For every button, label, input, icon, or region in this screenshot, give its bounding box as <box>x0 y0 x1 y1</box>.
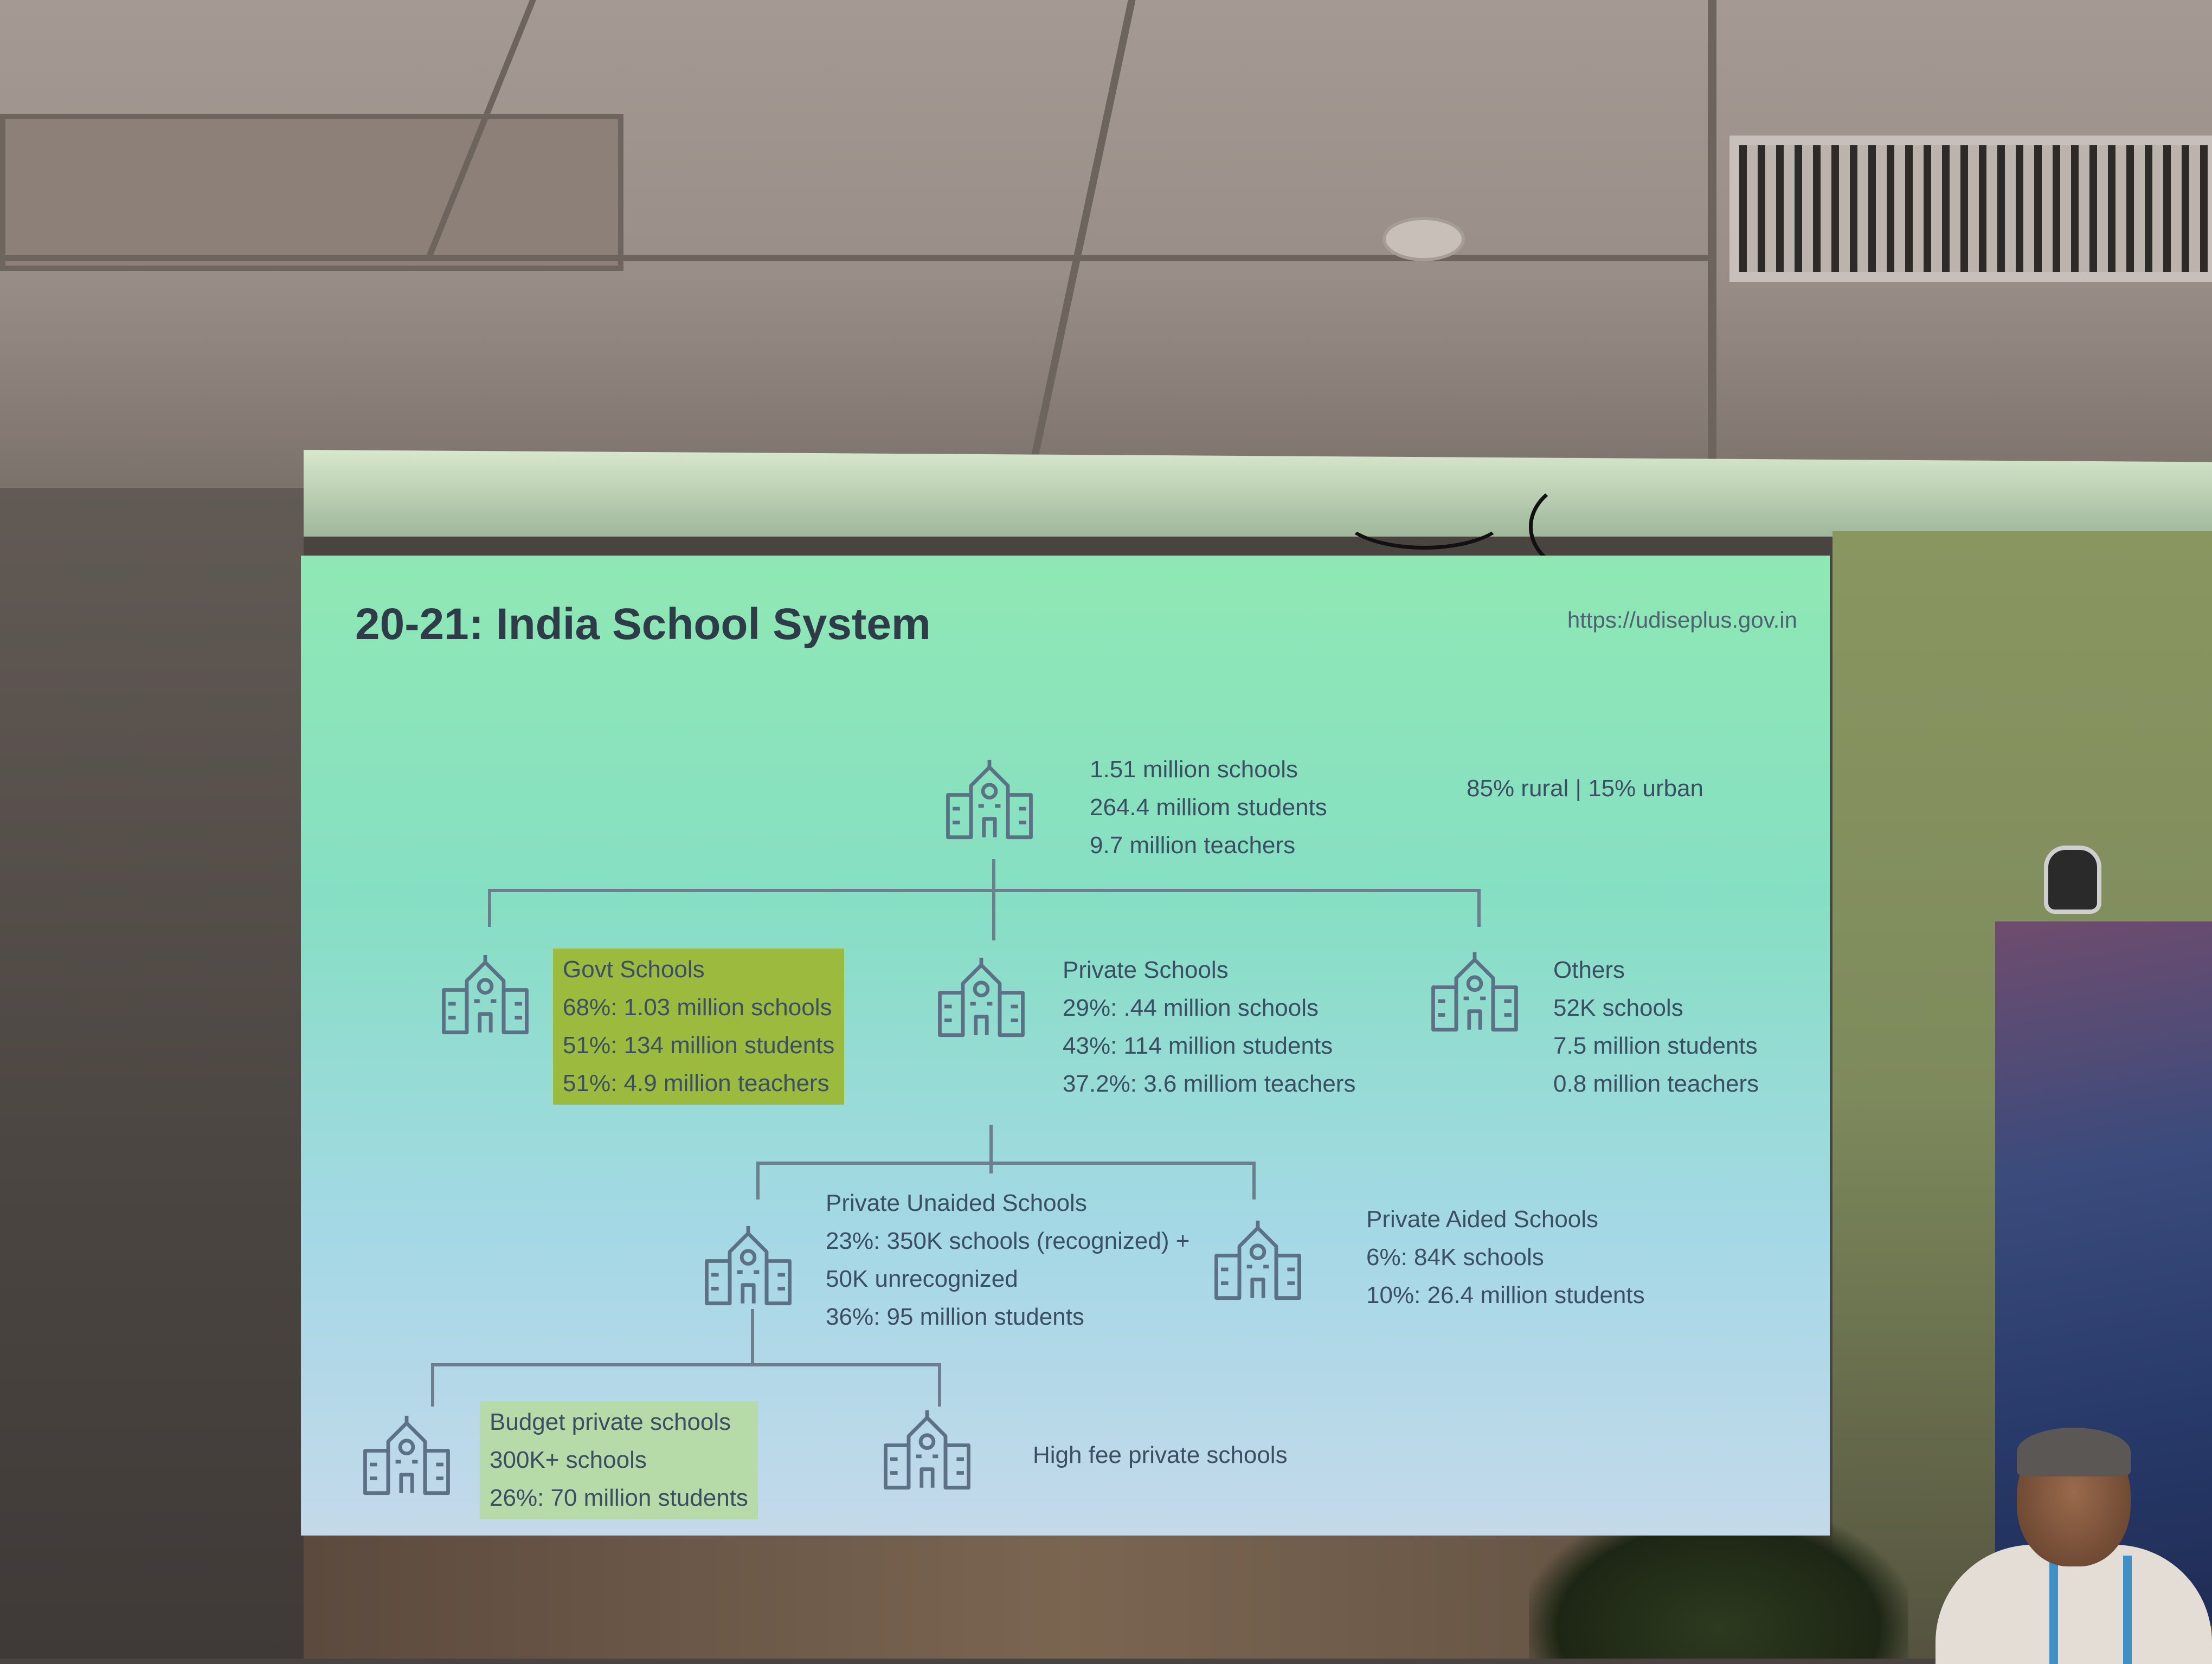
private-aided-line: 10%: 26.4 million students <box>1366 1282 1645 1308</box>
projector-housing <box>304 450 2212 537</box>
school-building-icon <box>943 756 1036 843</box>
ceiling-seam <box>1024 0 1136 488</box>
private-unaided-text: Private Unaided Schools 23%: 350K school… <box>826 1184 1189 1336</box>
ceiling-seam <box>0 255 1708 261</box>
root-node-line: 1.51 million schools <box>1090 756 1298 783</box>
air-vent-grille <box>1729 136 2212 282</box>
tree-connector <box>992 859 995 940</box>
smoke-detector <box>1382 217 1465 261</box>
speaker-lanyard <box>2049 1556 2132 1664</box>
private-schools-text: Private Schools 29%: .44 million schools… <box>1063 951 1355 1103</box>
budget-private-line: Budget private schools <box>490 1409 731 1435</box>
budget-private-line: 26%: 70 million students <box>490 1485 748 1511</box>
tree-connector <box>1477 889 1481 927</box>
private-schools-line: Private Schools <box>1063 957 1229 983</box>
private-schools-line: 29%: .44 million schools <box>1063 995 1319 1021</box>
root-node-line: 264.4 milliom students <box>1090 794 1327 821</box>
tree-connector <box>989 1125 993 1173</box>
tree-connector <box>1252 1162 1256 1199</box>
tree-connector <box>751 1309 754 1366</box>
govt-schools-line: 68%: 1.03 million schools <box>563 994 832 1021</box>
private-schools-line: 43%: 114 million students <box>1063 1033 1333 1059</box>
school-building-icon <box>1212 1217 1304 1304</box>
others-line: 7.5 million students <box>1553 1033 1758 1059</box>
school-building-icon <box>361 1412 453 1499</box>
others-text: Others 52K schools 7.5 million students … <box>1553 951 1759 1103</box>
private-aided-line: Private Aided Schools <box>1366 1206 1599 1233</box>
left-wall <box>0 488 304 1659</box>
rural-urban-note: 85% rural | 15% urban <box>1467 775 1704 802</box>
slide-title: 20-21: India School System <box>355 599 931 649</box>
private-unaided-line: 36%: 95 million students <box>826 1304 1084 1330</box>
others-line: 0.8 million teachers <box>1553 1070 1759 1097</box>
projector-cable <box>1339 477 1509 550</box>
tree-connector <box>938 1363 941 1407</box>
govt-schools-line: 51%: 4.9 million teachers <box>563 1070 829 1097</box>
projected-slide: 20-21: India School System https://udise… <box>301 556 1830 1536</box>
govt-schools-line: 51%: 134 million students <box>563 1032 835 1059</box>
private-aided-text: Private Aided Schools 6%: 84K schools 10… <box>1366 1201 1645 1314</box>
school-building-icon <box>1429 949 1521 1035</box>
ceiling <box>0 0 2212 488</box>
private-unaided-line: 50K unrecognized <box>826 1266 1018 1292</box>
speaker-hair <box>2017 1428 2131 1476</box>
ceiling-recessed-panel <box>0 114 623 271</box>
root-node-text: 1.51 million schools 264.4 milliom stude… <box>1090 751 1327 865</box>
tree-connector <box>431 1363 434 1407</box>
govt-schools-line: Govt Schools <box>563 956 705 983</box>
camera-icon <box>2044 846 2101 914</box>
speaker-person <box>1935 1428 2212 1664</box>
private-schools-line: 37.2%: 3.6 milliom teachers <box>1063 1070 1356 1097</box>
others-line: Others <box>1553 957 1625 983</box>
root-node-line: 9.7 million teachers <box>1090 832 1296 859</box>
school-building-icon <box>881 1407 973 1493</box>
tree-connector <box>488 889 491 927</box>
school-building-icon <box>439 951 531 1038</box>
high-fee-label: High fee private schools <box>1033 1442 1288 1468</box>
tree-connector <box>756 1162 1255 1165</box>
school-building-icon <box>702 1222 794 1309</box>
private-unaided-line: Private Unaided Schools <box>826 1190 1087 1216</box>
tree-connector <box>431 1363 941 1366</box>
budget-private-box: Budget private schools 300K+ schools 26%… <box>480 1401 758 1519</box>
tree-connector <box>488 889 1480 892</box>
private-aided-line: 6%: 84K schools <box>1366 1244 1544 1270</box>
ceiling-seam <box>1708 0 1716 488</box>
slide-source-url: https://udiseplus.gov.in <box>1567 607 1797 633</box>
tree-connector <box>756 1162 760 1199</box>
school-building-icon <box>935 954 1027 1041</box>
private-unaided-line: 23%: 350K schools (recognized) + <box>826 1228 1190 1254</box>
govt-schools-box: Govt Schools 68%: 1.03 million schools 5… <box>553 949 845 1105</box>
budget-private-line: 300K+ schools <box>490 1447 647 1473</box>
others-line: 52K schools <box>1553 995 1683 1021</box>
